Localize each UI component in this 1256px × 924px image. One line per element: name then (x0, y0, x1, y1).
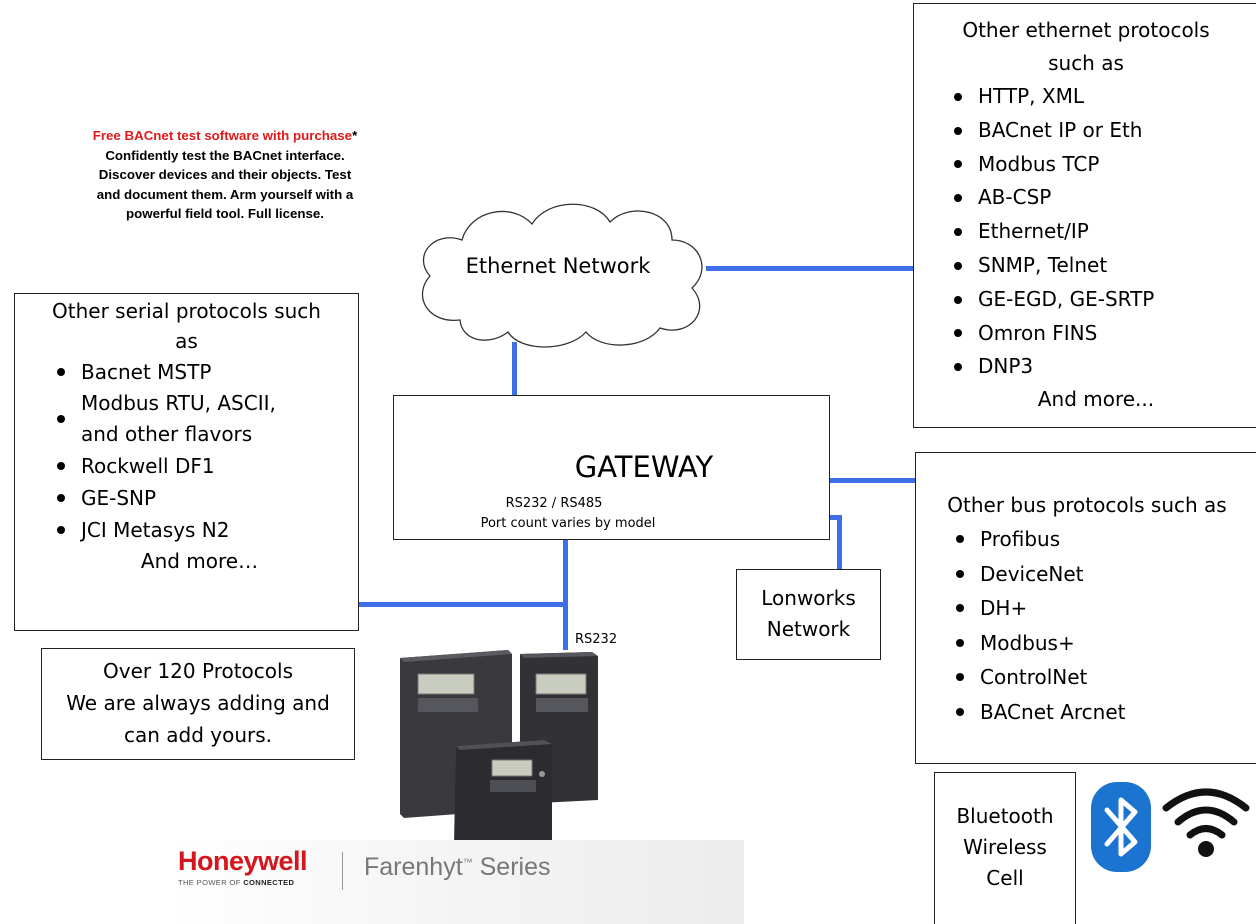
wireless-line: Cell (986, 866, 1024, 890)
honeywell-wordmark: Honeywell (178, 846, 308, 876)
list-item: Profibus (950, 522, 1256, 557)
list-item: Modbus+ (950, 626, 1256, 661)
promo-line: Discover devices and their objects. Test (98, 167, 352, 182)
list-item: Modbus TCP (948, 148, 1256, 182)
over-120-protocols-box: Over 120 Protocols We are always adding … (41, 648, 355, 760)
list-item: SNMP, Telnet (948, 249, 1256, 283)
gateway-port-note: Port count varies by model (480, 516, 656, 531)
brand-divider (342, 852, 343, 890)
list-item: BACnet IP or Eth (948, 114, 1256, 148)
list-item: GE-EGD, GE-SRTP (948, 283, 1256, 317)
ethernet-protocols-box: Other ethernet protocols such as HTTP, X… (913, 3, 1256, 428)
lonworks-label: Network (766, 617, 851, 641)
list-item: AB-CSP (948, 181, 1256, 215)
serial-protocols-box: Other serial protocols such as Bacnet MS… (14, 293, 359, 631)
list-item: BACnet Arcnet (950, 695, 1256, 730)
promo-line: powerful field tool. Full license. (126, 206, 324, 221)
wire-cloud-to-ethernet-box (706, 266, 918, 271)
series-name: Farenhyt™ Series (364, 853, 551, 881)
wire-gateway-down (563, 538, 568, 650)
gateway-title: GATEWAY (574, 450, 714, 484)
list-item: Bacnet MSTP (51, 356, 358, 388)
ethernet-protocol-list: HTTP, XML BACnet IP or Eth Modbus TCP AB… (948, 80, 1256, 384)
promo-line: Confidently test the BACnet interface. (105, 147, 345, 163)
list-item: JCI Metasys N2 (51, 514, 358, 546)
bacnet-promo: Free BACnet test software with purchase*… (14, 126, 436, 224)
list-item: HTTP, XML (948, 80, 1256, 114)
rs232-label: RS232 (575, 632, 618, 647)
list-item: DNP3 (948, 350, 1256, 384)
gateway-box: GATEWAY RS232 / RS485 Port count varies … (393, 395, 830, 540)
list-item: Omron FINS (948, 317, 1256, 351)
wire-to-serial-box (356, 602, 568, 607)
wireless-box: Bluetooth Wireless Cell (934, 772, 1076, 924)
ethernet-footer: And more... (1037, 387, 1155, 412)
wire-cloud-to-gateway (512, 342, 517, 396)
wireless-line: Bluetooth (956, 804, 1054, 828)
serial-footer: And more… (140, 549, 259, 573)
cloud-icon (421, 203, 703, 348)
ethernet-heading: Other ethernet protocols such as (962, 18, 1210, 75)
list-item: ControlNet (950, 660, 1256, 695)
bus-protocol-list: Profibus DeviceNet DH+ Modbus+ ControlNe… (950, 522, 1256, 729)
serial-heading: Other serial protocols such as (52, 299, 321, 353)
bluetooth-icon (1091, 782, 1151, 872)
list-item: Ethernet/IP (948, 215, 1256, 249)
protocols-line: Over 120 Protocols (102, 659, 293, 683)
honeywell-logo: Honeywell THE POWER OF CONNECTED (178, 846, 308, 887)
lonworks-network-box: Lonworks Network (736, 569, 881, 660)
list-item: DeviceNet (950, 557, 1256, 592)
bus-protocols-box: Other bus protocols such as Profibus Dev… (915, 452, 1256, 764)
gateway-ports: RS232 / RS485 (505, 496, 603, 511)
brand-banner (172, 840, 744, 924)
wireless-line: Wireless (963, 835, 1047, 859)
list-item: Rockwell DF1 (51, 450, 358, 482)
lonworks-label: Lonworks (761, 586, 856, 610)
list-item: GE-SNP (51, 482, 358, 514)
protocols-line: can add yours. (123, 723, 273, 747)
panel-enclosures-image (400, 650, 598, 848)
protocols-line: We are always adding and (66, 691, 330, 715)
cloud-label: Ethernet Network (465, 254, 651, 278)
promo-headline: Free BACnet test software with purchase* (92, 128, 358, 143)
wire-gateway-to-lonworks-v (837, 515, 842, 569)
wire-gateway-to-bus-box (828, 478, 916, 483)
wifi-icon (1162, 788, 1250, 857)
list-item: Modbus RTU, ASCII, and other flavors (51, 388, 358, 450)
list-item: DH+ (950, 591, 1256, 626)
promo-line: and document them. Arm yourself with a (96, 186, 354, 202)
bus-heading: Other bus protocols such as (947, 493, 1227, 517)
wire-gateway-to-lonworks-h (828, 515, 842, 520)
honeywell-tagline: THE POWER OF CONNECTED (178, 878, 295, 887)
serial-protocol-list: Bacnet MSTP Modbus RTU, ASCII, and other… (51, 356, 358, 546)
